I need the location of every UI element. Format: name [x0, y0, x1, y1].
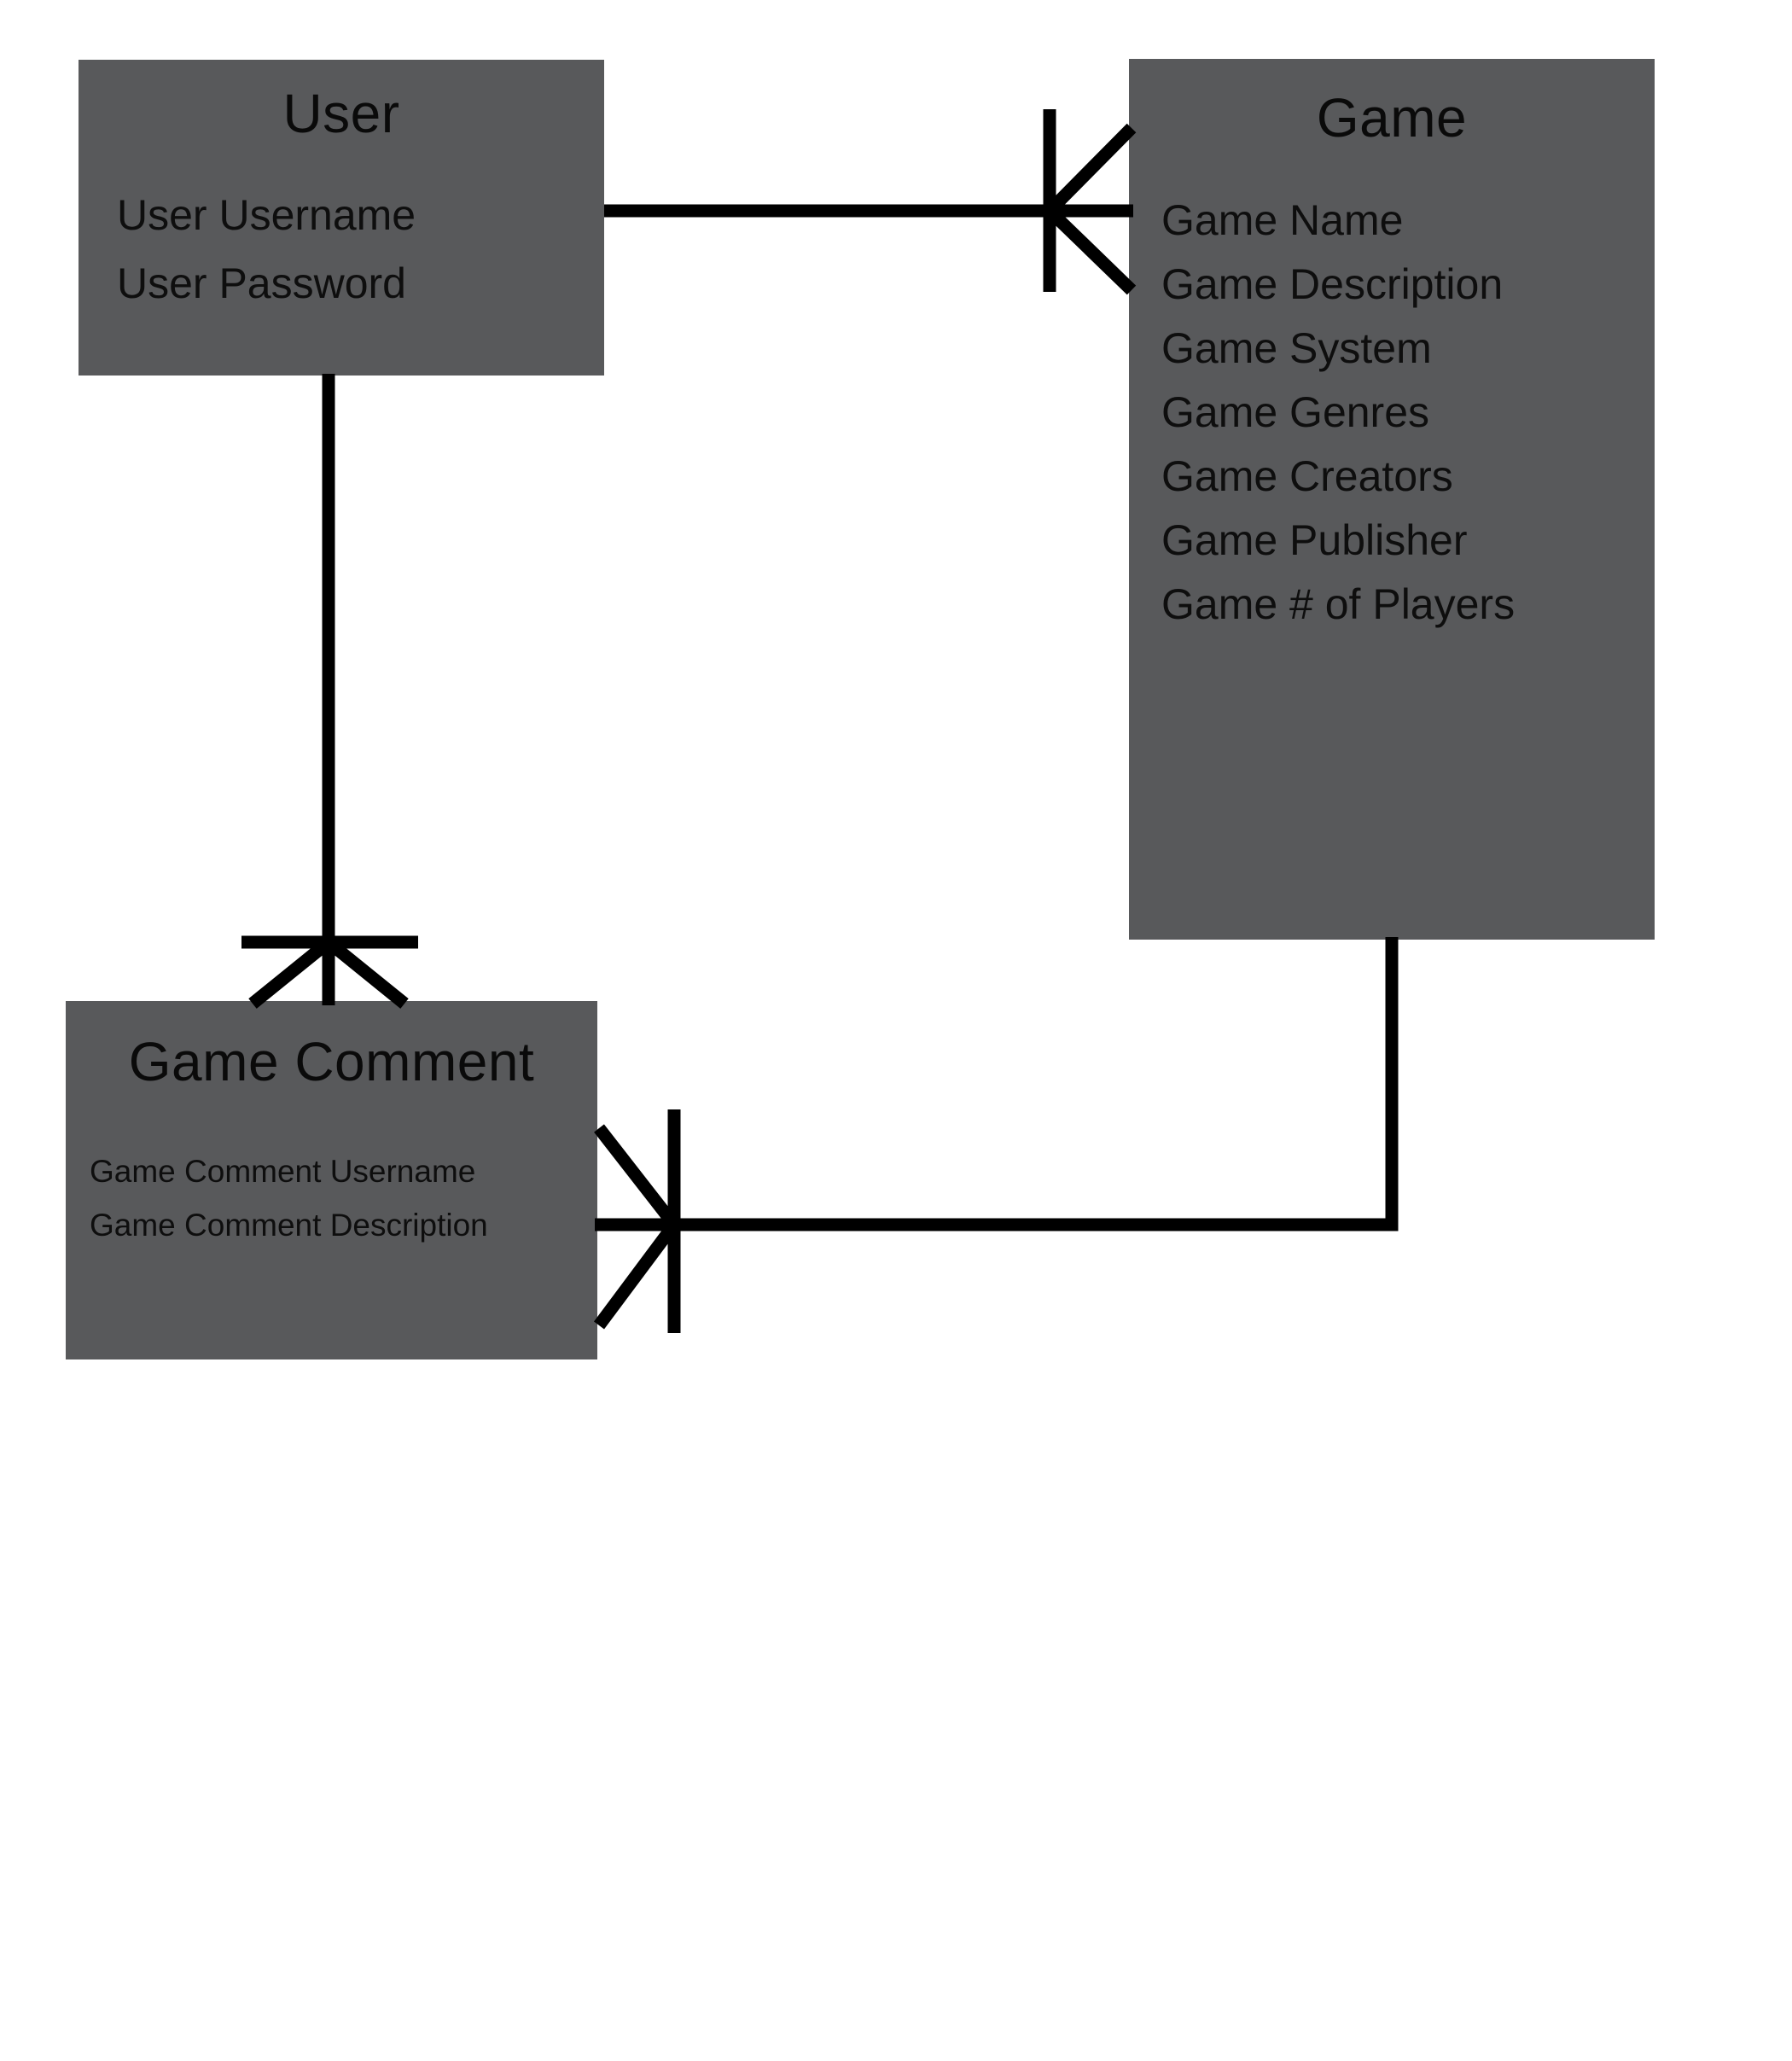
- relationship-game-game-comment: [593, 937, 1399, 1333]
- connector-line-game-game-comment: [595, 937, 1399, 1231]
- relationship-user-game-comment: [241, 374, 418, 1009]
- attribute-game-comment-username: Game Comment Username: [90, 1154, 476, 1189]
- entity-game-comment-attributes: Game Comment Username Game Comment Descr…: [66, 1144, 597, 1252]
- entity-game-attributes: Game Name Game Description Game System G…: [1129, 189, 1655, 637]
- entity-user: User User Username User Password: [79, 60, 604, 376]
- attribute-user-username: User Username: [117, 191, 416, 239]
- attribute-game-creators: Game Creators: [1161, 452, 1453, 500]
- relationship-user-game: [604, 109, 1137, 295]
- crow-foot-icon: [248, 937, 333, 1009]
- attribute-game-name: Game Name: [1161, 196, 1404, 244]
- attribute-game-description: Game Description: [1161, 260, 1504, 308]
- entity-game: Game Game Name Game Description Game Sys…: [1129, 59, 1655, 940]
- entity-user-title: User: [282, 83, 400, 144]
- entity-game-comment-title: Game Comment: [128, 1031, 535, 1092]
- entity-user-attributes: User Username User Password: [79, 181, 604, 317]
- crow-foot-icon: [593, 1220, 680, 1330]
- attribute-game-num-players: Game # of Players: [1161, 580, 1516, 628]
- crow-foot-icon: [1044, 123, 1137, 216]
- attribute-game-comment-description: Game Comment Description: [90, 1208, 488, 1243]
- attribute-game-publisher: Game Publisher: [1161, 516, 1468, 564]
- attribute-game-system: Game System: [1161, 324, 1432, 372]
- attribute-game-genres: Game Genres: [1161, 388, 1430, 436]
- crow-foot-icon: [594, 1124, 679, 1229]
- entity-game-comment: Game Comment Game Comment Username Game …: [66, 1001, 597, 1359]
- entity-game-title: Game: [1316, 87, 1468, 148]
- crow-foot-icon: [1044, 206, 1137, 295]
- crow-foot-icon: [324, 937, 409, 1009]
- attribute-user-password: User Password: [117, 259, 406, 307]
